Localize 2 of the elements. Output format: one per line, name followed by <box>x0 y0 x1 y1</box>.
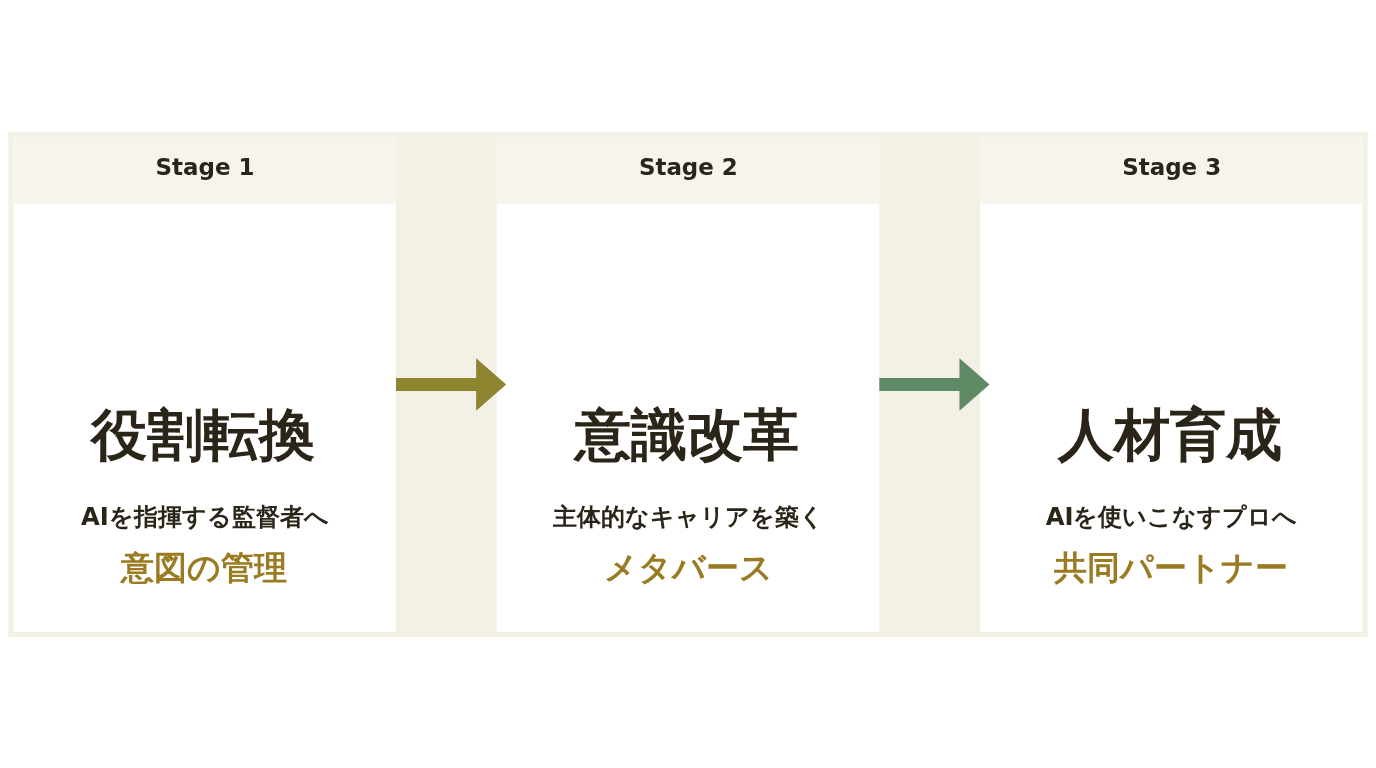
arrow <box>879 357 990 411</box>
arrow <box>395 357 507 411</box>
